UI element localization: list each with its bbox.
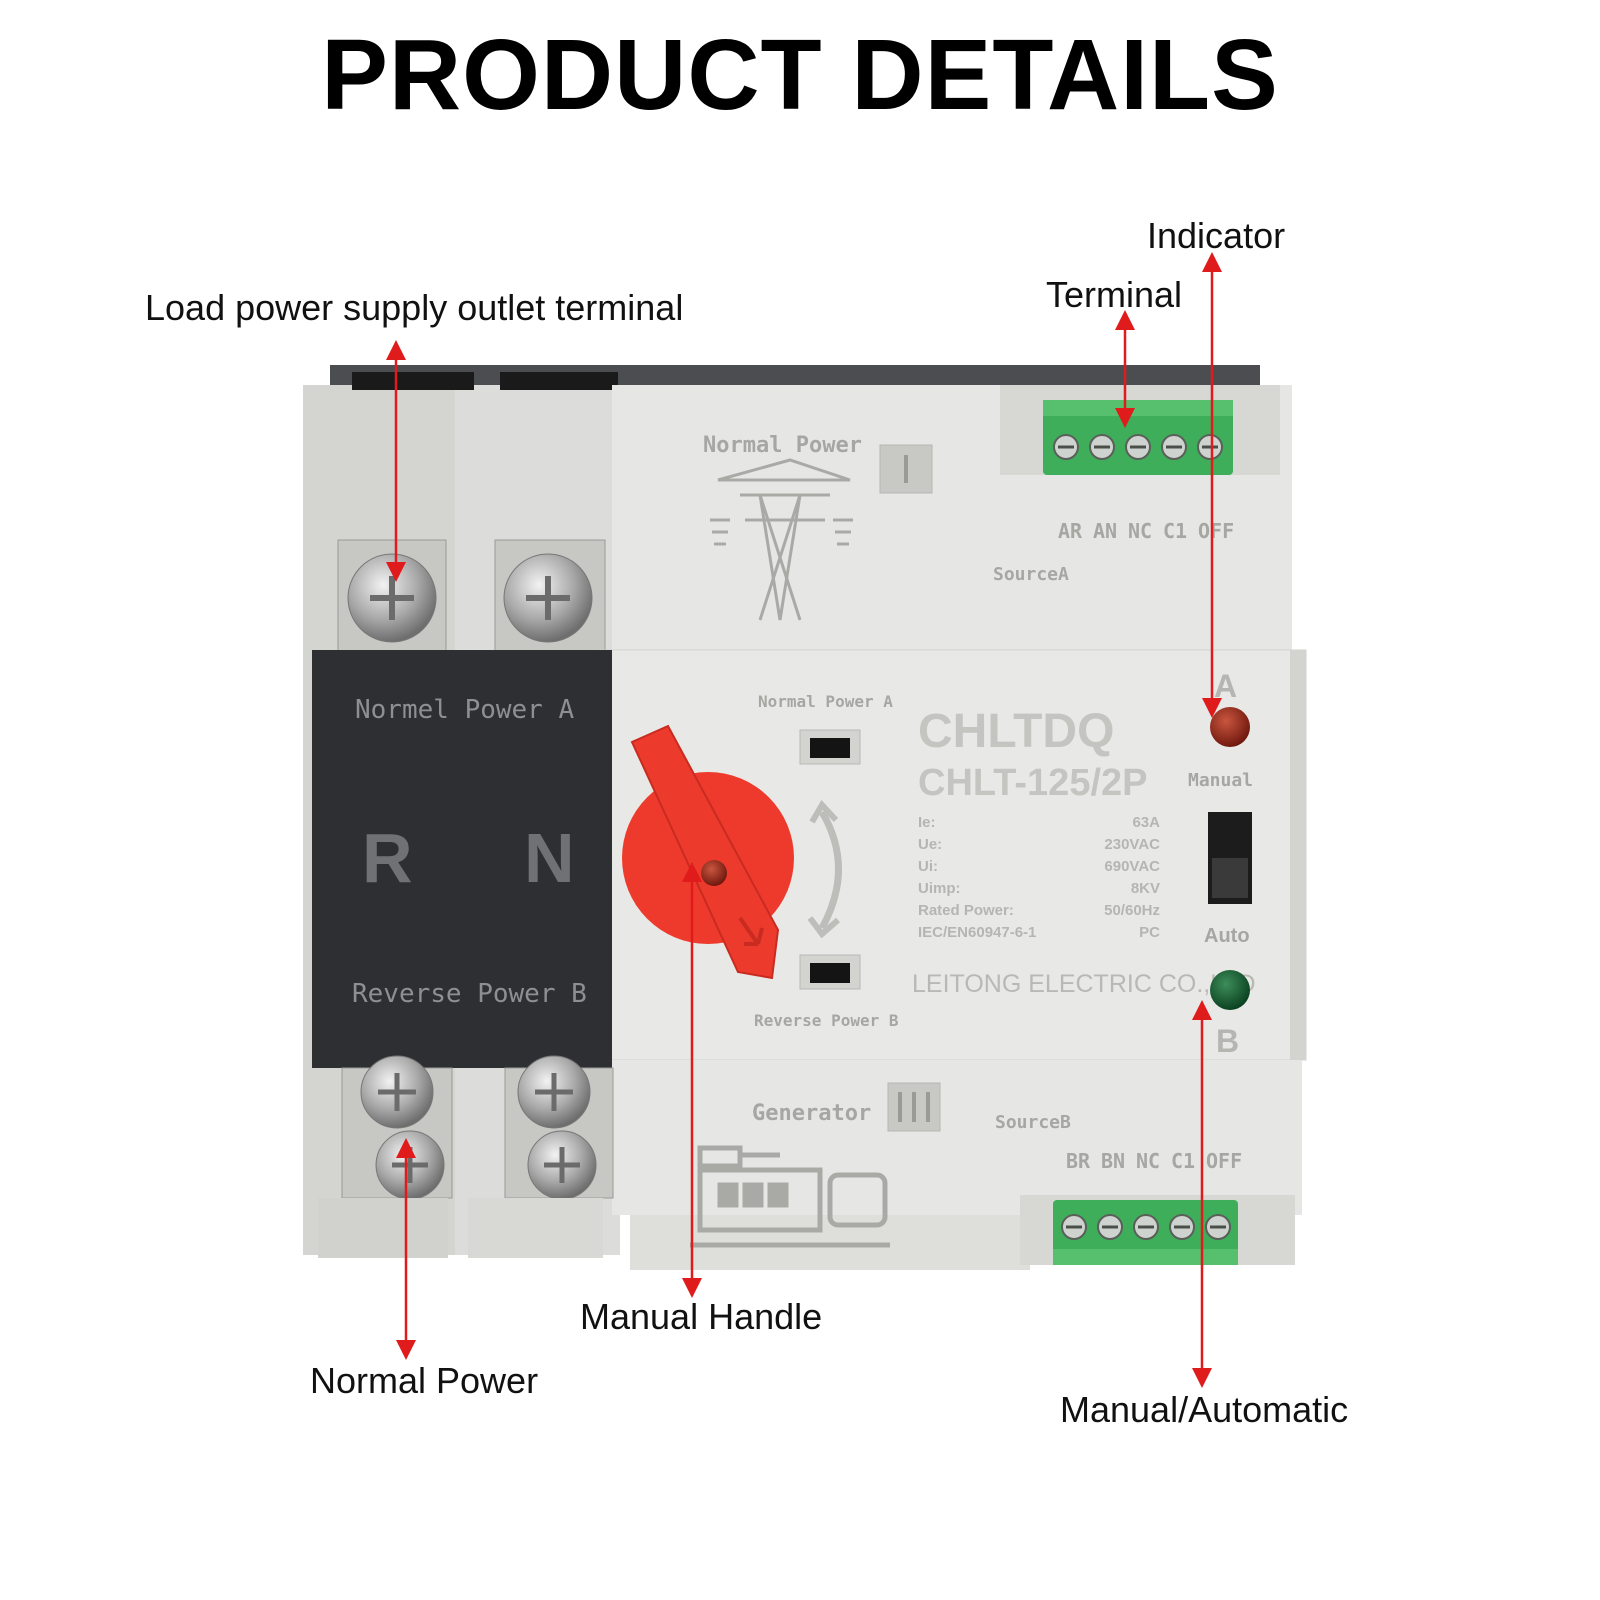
spec-value: PC [1139,924,1160,941]
generator-icon [690,1145,890,1248]
spec-value: 690VAC [1104,858,1160,875]
callout-load-terminal: Load power supply outlet terminal [145,287,684,328]
terminal-labels-bottom: BR BN NC C1 OFF [1066,1149,1242,1173]
spec-value: 50/60Hz [1104,902,1160,919]
terminal-label: NC [1136,1149,1160,1173]
spec-key: IEC/EN60947-6-1 [918,924,1036,941]
window-bottom-label: Reverse Power B [754,1011,899,1030]
terminal-label: AN [1093,519,1117,543]
terminal-label: BR [1066,1149,1091,1173]
terminal-label: AR [1058,519,1083,543]
callout-arrows [386,252,1222,1388]
callout-normal-power: Normal Power [310,1360,539,1401]
model-name: CHLT-125/2P [918,762,1147,804]
pole-slot-2 [500,372,618,390]
terminal-label: C1 [1163,519,1187,543]
indicator-led-a [1210,707,1250,747]
spec-value: 230VAC [1104,836,1160,853]
black-panel-bottom-text: Reverse Power B [352,979,587,1009]
source-a-label: SourceA [993,564,1069,585]
terminal-label: C1 [1171,1149,1195,1173]
spec-key: Ue: [918,836,942,853]
bottom-module-label: Generator [752,1101,871,1126]
top-module-label: Normal Power [703,433,862,458]
bottom-module [612,1060,1302,1215]
terminal-label: OFF [1206,1149,1242,1173]
brand-name: CHLTDQ [918,705,1114,758]
spec-value: 63A [1132,814,1160,831]
indicator-led-b [1210,970,1250,1010]
callout-terminal: Terminal [1046,274,1183,315]
indicator-a-label: A [1214,668,1237,704]
company-name: LEITONG ELECTRIC CO.,LTD [912,970,1256,998]
pole-r-label: R [362,819,413,897]
pole-slot-1 [352,372,474,390]
callout-manual-automatic: Manual/Automatic [1060,1389,1349,1430]
spec-key: Rated Power: [918,902,1014,919]
rotation-arrow [818,810,842,930]
spec-key: Uimp: [918,880,961,897]
mode-manual-label: Manual [1188,770,1253,791]
spec-key: Ie: [918,814,936,831]
power-pylon-icon [710,458,853,621]
spec-value: 8KV [1131,880,1160,897]
source-b-label: SourceB [995,1112,1071,1133]
terminal-label: NC [1128,519,1152,543]
spec-table: Ie: 63A Ue: 230VAC Ui: 690VAC Uimp: 8KV Rated Po… [918,814,1160,941]
mode-auto-label: Auto [1204,925,1250,947]
manual-handle[interactable] [630,724,780,980]
pole-foot-right [468,1198,603,1258]
callout-indicator: Indicator [1147,215,1286,256]
main-module-right-edge [1290,650,1306,1060]
indicator-b-label: B [1216,1023,1239,1059]
terminal-label: OFF [1198,519,1234,543]
callout-manual-handle: Manual Handle [580,1296,823,1337]
spec-key: Ui: [918,858,938,875]
pole-foot-left [318,1198,448,1258]
black-cover-panel [312,650,612,1068]
pole-n-label: N [524,819,575,897]
handle-led [701,860,727,886]
window-top-label: Normal Power A [758,692,893,711]
page-title: PRODUCT DETAILS [321,19,1279,131]
black-panel-top-text: Normel Power A [355,695,574,725]
terminal-label: BN [1101,1149,1125,1173]
